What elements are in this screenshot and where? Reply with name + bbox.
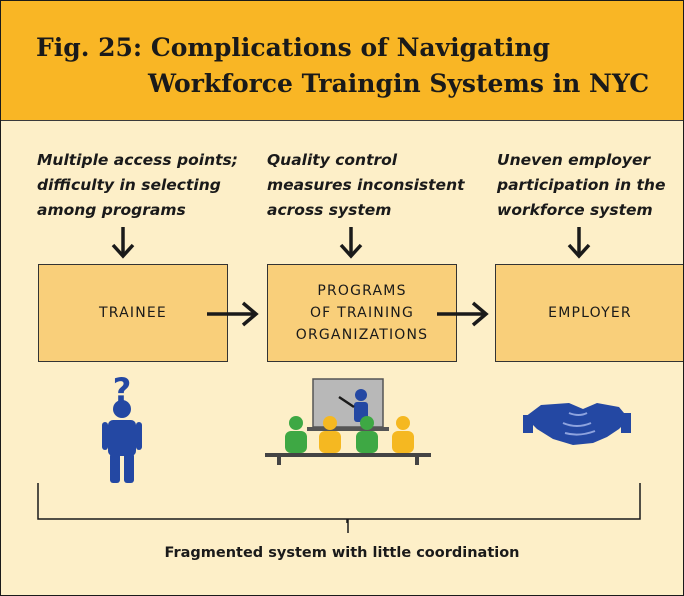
box-label: PROGRAMS (317, 283, 407, 299)
figure-title-line-1: Fig. 25: Complications of Navigating (36, 33, 551, 62)
down-arrow-icon (111, 227, 135, 259)
svg-text:?: ? (113, 371, 132, 409)
bracket-stem (347, 519, 349, 533)
bottom-caption: Fragmented system with little coordinati… (164, 545, 520, 561)
box-label: EMPLOYER (548, 305, 632, 321)
callout-employer: Uneven employer participation in the wor… (497, 148, 665, 223)
person-question-icon: ? (102, 371, 142, 483)
callout-trainee: Multiple access points; difficulty in se… (37, 148, 238, 223)
down-arrow-icon (567, 227, 591, 259)
callout-line: Multiple access points; (37, 151, 238, 169)
callout-line: among programs (37, 201, 186, 219)
box-label: TRAINEE (99, 305, 167, 321)
programs-box: PROGRAMS OF TRAINING ORGANIZATIONS (267, 264, 457, 362)
figure-title-line-2: Workforce Traingin Systems in NYC (148, 69, 650, 98)
figure-header: Fig. 25: Complications of Navigating Wor… (1, 1, 683, 121)
callout-line: measures inconsistent (267, 176, 465, 194)
box-label: OF TRAINING (309, 305, 415, 321)
right-arrow-icon (437, 301, 489, 327)
right-arrow-icon (207, 301, 259, 327)
classroom-icon (265, 378, 431, 465)
down-arrow-icon (339, 227, 363, 259)
trainee-box: TRAINEE (38, 264, 228, 362)
handshake-icon (523, 403, 631, 445)
callout-programs: Quality control measures inconsistent ac… (267, 148, 465, 223)
bracket-divider (37, 483, 641, 523)
callout-line: workforce system (497, 201, 653, 219)
callout-line: Quality control (267, 151, 398, 169)
callout-line: participation in the (497, 176, 666, 194)
callout-line: across system (267, 201, 392, 219)
employer-box: EMPLOYER (495, 264, 683, 362)
callout-line: Uneven employer (497, 151, 651, 169)
callout-line: difficulty in selecting (37, 176, 221, 194)
box-label: ORGANIZATIONS (295, 327, 429, 343)
